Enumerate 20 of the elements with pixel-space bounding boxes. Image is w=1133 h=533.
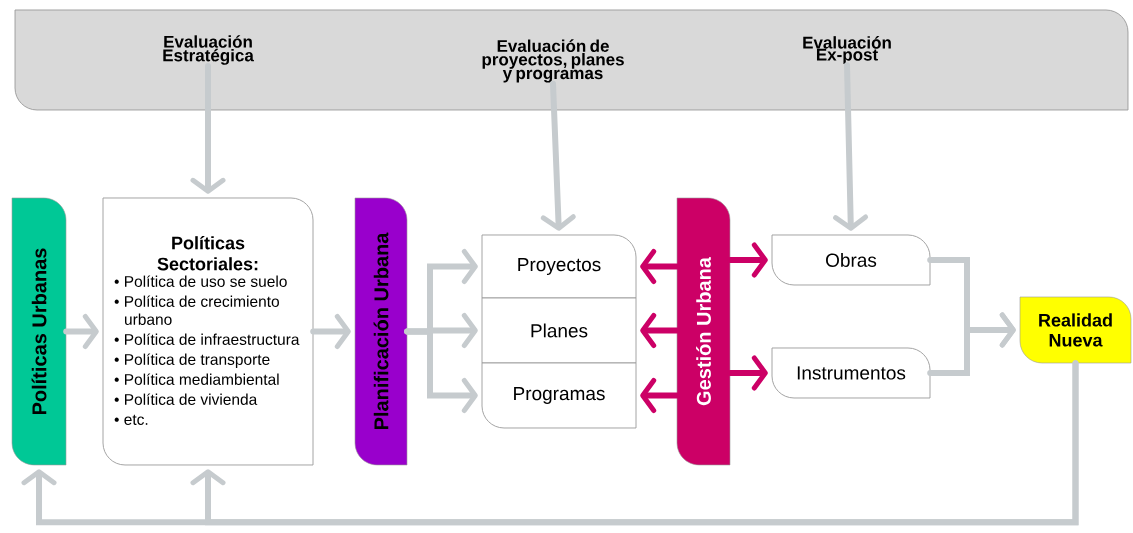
arrow <box>190 63 226 194</box>
policy-list-box: Políticas Sectoriales: • Política de uso se suelo • Política de crecimiento urbano • Política de infraestructura • Política de transporte • Política mediambiental • Política de vivienda • etc. <box>102 197 314 466</box>
evaluation-label: Evaluación Estratégica <box>163 35 254 65</box>
policy-bar: Políticas Urbanas <box>11 197 67 466</box>
result-box: Realidad Nueva <box>1019 296 1132 364</box>
table-cell: Programas <box>481 362 637 429</box>
arrow <box>833 62 869 231</box>
arrow <box>190 360 1079 526</box>
result-box: Instrumentos <box>771 347 931 399</box>
evaluation-band <box>14 9 1129 111</box>
arrow <box>404 328 478 413</box>
result-box: Obras <box>771 234 931 286</box>
arrow <box>927 312 1016 376</box>
management-bar: Gestión Urbana <box>676 197 731 466</box>
arrow <box>540 80 576 231</box>
table-cell: Planes <box>481 297 637 364</box>
evaluation-label: Evaluación de proyectos, planes y programas <box>482 39 624 83</box>
table-cell: Proyectos <box>481 234 637 299</box>
evaluation-label: Evaluación Ex-post <box>803 36 891 64</box>
planning-bar: Planificación Urbana <box>354 197 408 466</box>
